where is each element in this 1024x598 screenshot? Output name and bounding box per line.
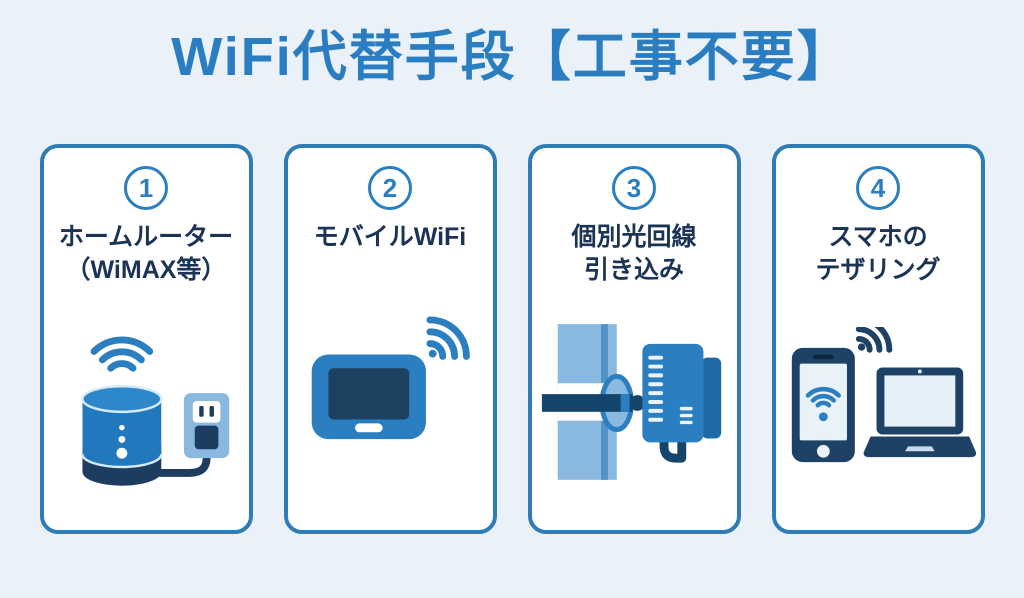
- number-badge: 4: [856, 166, 900, 211]
- options-row: 1 ホームルーター （WiMAX等）: [0, 144, 1024, 535]
- card-mobile-wifi: 2 モバイルWiFi: [283, 144, 497, 535]
- page-title: WiFi代替手段【工事不要】: [171, 27, 853, 87]
- number-badge: 1: [124, 166, 168, 211]
- wifi-waves-icon: [425, 316, 470, 360]
- smartphone-icon: [791, 347, 855, 462]
- wifi-waves-icon: [90, 336, 153, 372]
- wifi-waves-icon: [855, 326, 892, 353]
- fiber-line-icon: [541, 324, 721, 480]
- laptop-icon: [863, 367, 976, 457]
- power-outlet-icon: [183, 392, 229, 458]
- card-icon-area: [292, 254, 489, 516]
- card-label: ホームルーター （WiMAX等）: [58, 223, 234, 285]
- card-label: モバイルWiFi: [313, 223, 467, 252]
- number-badge: 3: [612, 166, 656, 211]
- mobile-wifi-icon: [311, 316, 470, 440]
- router-cylinder-icon: [80, 384, 163, 486]
- number-badge: 2: [368, 166, 412, 211]
- wifi-screen-icon: [805, 386, 841, 408]
- card-home-router: 1 ホームルーター （WiMAX等）: [39, 144, 253, 535]
- card-icon-area: [48, 287, 245, 516]
- card-tethering: 4 スマホの テザリング: [771, 144, 985, 535]
- pocket-router-icon: [311, 354, 426, 440]
- card-label: スマホの テザリング: [815, 223, 941, 285]
- card-icon-area: [780, 287, 977, 516]
- onu-modem-icon: [641, 343, 721, 443]
- card-label: 個別光回線 引き込み: [571, 223, 697, 285]
- card-icon-area: [536, 287, 733, 516]
- card-fiber-line: 3 個別光回線 引き込み: [527, 144, 741, 535]
- power-cord-icon: [155, 441, 211, 477]
- smartphone-tethering-icon: [791, 326, 976, 462]
- home-router-icon: [80, 336, 229, 486]
